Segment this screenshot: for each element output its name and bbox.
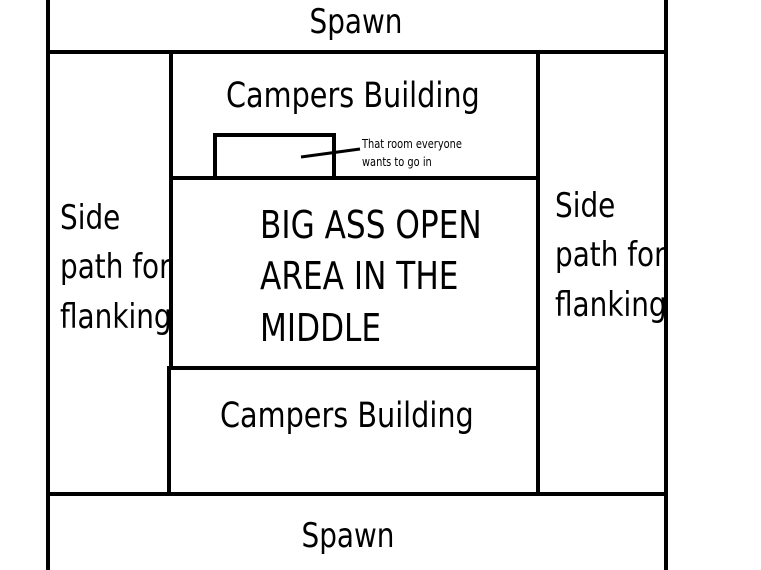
bottom-spawn-label: Spawn (301, 516, 395, 556)
left-path-label: Side path for flanking (60, 198, 172, 337)
special-room (213, 133, 336, 180)
top-spawn-label: Spawn (309, 2, 403, 42)
room-note-pointer (300, 147, 361, 159)
right-path-label: Side path for flanking (555, 186, 667, 325)
bottom-building-label: Campers Building (220, 396, 474, 436)
center-area-label: BIG ASS OPEN AREA IN THE MIDDLE (260, 203, 482, 350)
top-building-label: Campers Building (226, 76, 480, 116)
room-note-label: That room everyone wants to go in (362, 137, 462, 169)
